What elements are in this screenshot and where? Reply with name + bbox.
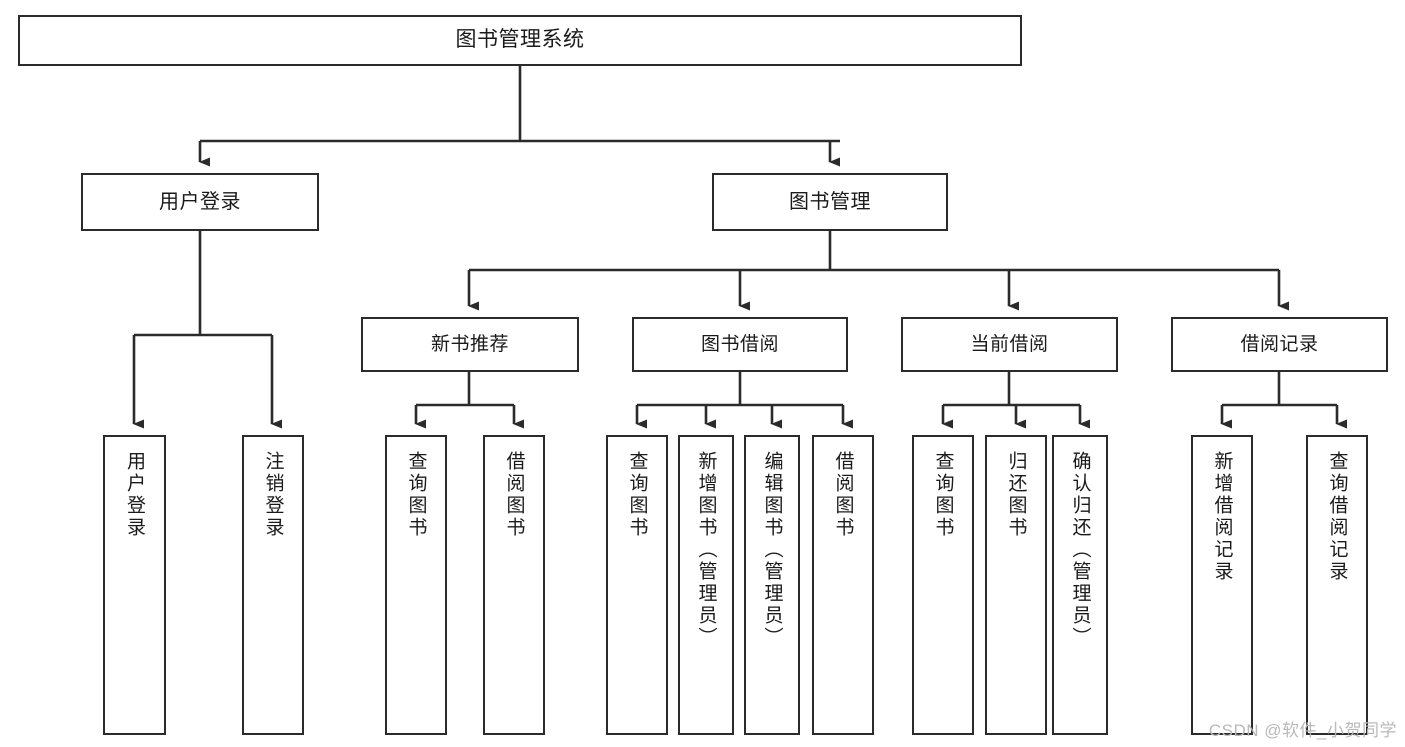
node-leaf-query-record-label: 查询借阅记录 — [1326, 451, 1348, 583]
node-leaf-return-book-label: 归还图书 — [1005, 451, 1027, 539]
node-leaf-query-book-2[interactable]: 查询图书 — [606, 435, 668, 735]
node-book-manage[interactable]: 图书管理 — [712, 173, 948, 231]
node-current-borrow[interactable]: 当前借阅 — [901, 317, 1118, 372]
node-leaf-borrow-book-1[interactable]: 借阅图书 — [483, 435, 545, 735]
node-leaf-user-login[interactable]: 用户登录 — [103, 435, 166, 735]
node-user-login[interactable]: 用户登录 — [81, 173, 319, 231]
node-leaf-borrow-book-2-label: 借阅图书 — [832, 451, 854, 539]
node-borrow-record[interactable]: 借阅记录 — [1171, 317, 1388, 372]
node-leaf-query-book-3[interactable]: 查询图书 — [912, 435, 974, 735]
node-leaf-edit-book[interactable]: 编辑图书（管理员） — [744, 435, 800, 735]
node-leaf-borrow-book-2[interactable]: 借阅图书 — [812, 435, 874, 735]
node-leaf-return-book[interactable]: 归还图书 — [985, 435, 1047, 735]
node-leaf-query-book-1[interactable]: 查询图书 — [385, 435, 447, 735]
node-leaf-query-book-3-label: 查询图书 — [932, 451, 954, 539]
node-book-manage-label: 图书管理 — [789, 190, 871, 213]
node-leaf-query-record[interactable]: 查询借阅记录 — [1306, 435, 1368, 735]
node-book-borrow[interactable]: 图书借阅 — [632, 317, 848, 372]
node-leaf-add-record-label: 新增借阅记录 — [1211, 451, 1233, 583]
node-leaf-confirm-return[interactable]: 确认归还（管理员） — [1052, 435, 1108, 735]
node-borrow-record-label: 借阅记录 — [1240, 333, 1319, 355]
node-leaf-add-book-label: 新增图书（管理员） — [695, 451, 717, 649]
node-new-book-recommend[interactable]: 新书推荐 — [361, 317, 579, 372]
node-leaf-borrow-book-1-label: 借阅图书 — [503, 451, 525, 539]
node-leaf-logout-label: 注销登录 — [262, 451, 284, 539]
node-root-label: 图书管理系统 — [455, 28, 585, 52]
node-leaf-edit-book-label: 编辑图书（管理员） — [761, 451, 783, 649]
node-leaf-query-book-1-label: 查询图书 — [405, 451, 427, 539]
node-leaf-user-login-label: 用户登录 — [124, 451, 145, 539]
node-leaf-add-record[interactable]: 新增借阅记录 — [1191, 435, 1253, 735]
node-new-book-recommend-label: 新书推荐 — [430, 333, 509, 355]
csdn-watermark: CSDN @软件_小贺同学 — [1208, 721, 1397, 740]
node-current-borrow-label: 当前借阅 — [970, 333, 1049, 355]
node-leaf-query-book-2-label: 查询图书 — [626, 451, 648, 539]
node-book-borrow-label: 图书借阅 — [700, 333, 779, 355]
node-leaf-add-book[interactable]: 新增图书（管理员） — [678, 435, 734, 735]
node-user-login-label: 用户登录 — [159, 190, 241, 213]
node-leaf-logout[interactable]: 注销登录 — [242, 435, 304, 735]
node-leaf-confirm-return-label: 确认归还（管理员） — [1069, 451, 1091, 649]
node-root[interactable]: 图书管理系统 — [18, 15, 1022, 66]
